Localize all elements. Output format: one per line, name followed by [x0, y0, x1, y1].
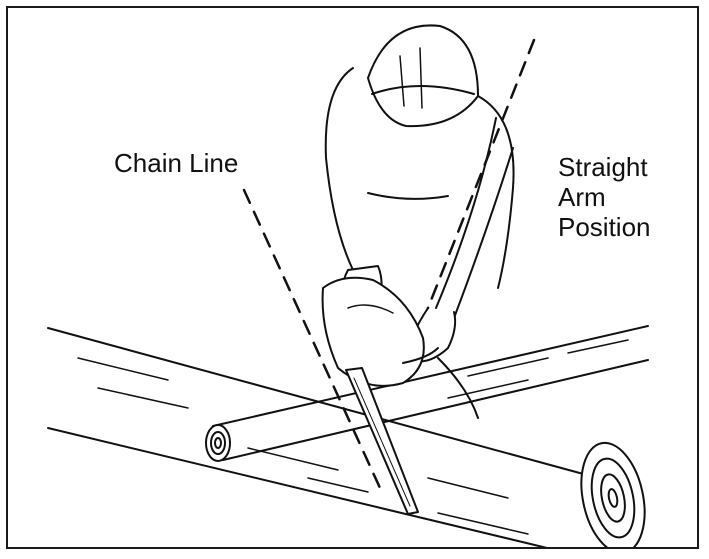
- illustration-canvas: [47, 24, 649, 547]
- chainsaw-icon: [321, 276, 439, 515]
- straight-arm-label: Straight Arm Position: [558, 152, 651, 242]
- diagram-frame: Chain Line Straight Arm Position: [6, 6, 699, 549]
- chain-line-label: Chain Line: [114, 148, 239, 178]
- rear-log-icon: [205, 325, 649, 462]
- straight-arm-label-line3: Position: [558, 212, 651, 242]
- straight-arm-label-line1: Straight: [558, 152, 648, 182]
- straight-arm-label-line2: Arm: [558, 182, 606, 212]
- front-log-icon: [47, 327, 646, 547]
- chain-line-guide: [242, 188, 382, 490]
- straight-arm-guide: [426, 38, 536, 310]
